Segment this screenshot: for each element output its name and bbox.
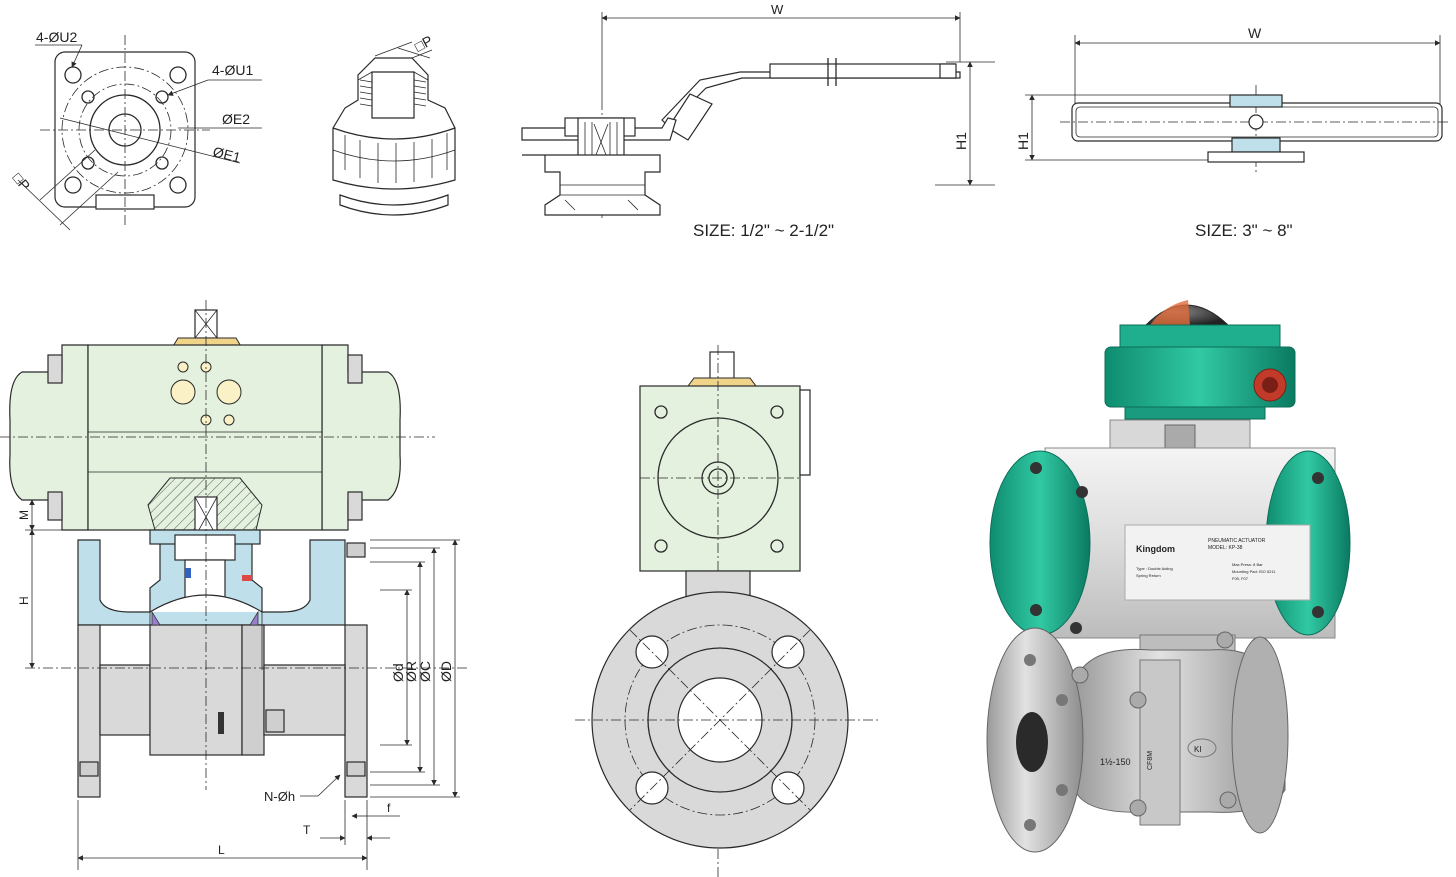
caption-size-large: SIZE: 3" ~ 8" (1195, 221, 1293, 240)
label-e1: ØE1 (211, 143, 242, 165)
side-actuator-body (639, 385, 801, 572)
lever-small-view: W H1 (521, 2, 995, 220)
label-c: ØC (417, 661, 433, 682)
label-w-small: W (771, 2, 784, 17)
photo-marking-2: CF8M (1147, 751, 1154, 770)
photo-mount2: F05, F07 (1232, 576, 1249, 581)
label-e2: ØE2 (222, 111, 250, 127)
lever-large-view: W H1 (1015, 25, 1450, 175)
photo-model: MODEL: KP-38 (1208, 545, 1243, 551)
label-h: H (17, 596, 31, 605)
label-r: ØR (403, 661, 419, 682)
bolt-hole-u2 (169, 176, 187, 194)
label-l: L (218, 843, 225, 857)
bolt-hole-u1 (81, 90, 95, 104)
label-m: M (17, 510, 31, 520)
photo-body-logo: KI (1194, 745, 1202, 754)
photo-title: PNEUMATIC ACTUATOR (1208, 538, 1266, 544)
flange-pad-view: 4-ØU2 4-ØU1 ØE2 ØE1 □P (10, 29, 262, 231)
label-4-u1: 4-ØU1 (212, 62, 253, 78)
label-d-large: ØD (438, 661, 454, 682)
photo-marking-1: 1½-150 (1100, 757, 1131, 767)
bolt-hole-u1 (81, 156, 95, 170)
bolt-hole-u2 (64, 176, 82, 194)
label-d-small: Ød (390, 663, 406, 682)
label-h1-large: H1 (1015, 132, 1031, 150)
side-view (575, 345, 880, 877)
label-p-adapter: □P (412, 32, 435, 54)
bolt-hole-u1 (155, 156, 169, 170)
bolt-hole-u2 (169, 66, 187, 84)
label-n-h: N-Øh (264, 789, 295, 804)
label-w-large: W (1248, 25, 1262, 41)
label-h1-small: H1 (953, 132, 969, 150)
front-section-view: M H Ød ØR ØC ØD N-Øh T f L (0, 300, 470, 870)
bolt-hole-u1 (155, 90, 169, 104)
product-photo: Kingdom PNEUMATIC ACTUATOR MODEL: KP-38 … (986, 300, 1351, 853)
label-4-u2: 4-ØU2 (36, 29, 77, 45)
label-t: T (303, 823, 311, 837)
photo-type: Type : Double Acting (1136, 566, 1173, 571)
caption-size-small: SIZE: 1/2" ~ 2-1/2" (693, 221, 834, 240)
label-p-pad: □P (10, 170, 34, 194)
photo-brand: Kingdom (1136, 544, 1175, 554)
label-f: f (387, 801, 391, 815)
stem-adapter-view: □P (332, 32, 456, 216)
photo-type2: Spring Return (1136, 573, 1161, 578)
photo-mount: Mounting Pad: ISO 5211 (1232, 569, 1276, 574)
photo-press: Max.Press: 8 Bar (1232, 562, 1263, 567)
